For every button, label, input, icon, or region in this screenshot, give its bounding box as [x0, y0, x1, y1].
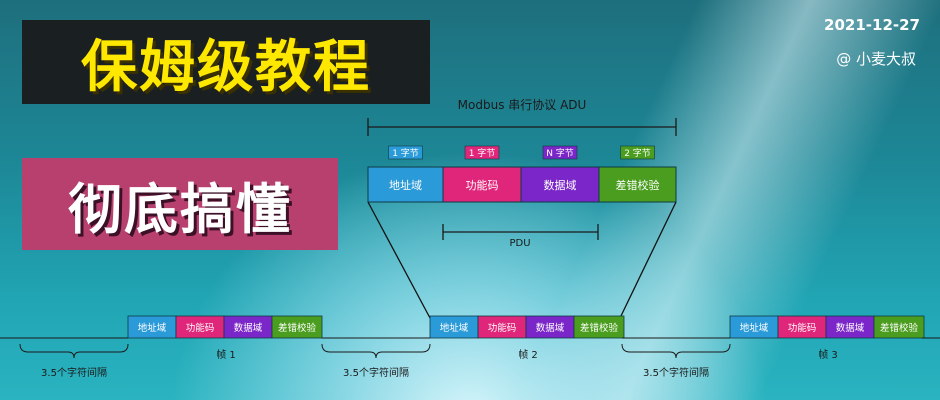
- gap-3: 3.5个字符间隔: [621, 343, 731, 379]
- frame-field-label: 数据域: [234, 322, 263, 334]
- adu-field-label: 功能码: [466, 178, 499, 192]
- gap-label: 3.5个字符间隔: [41, 366, 107, 379]
- gap-brace: [621, 343, 731, 359]
- gaps-group: 3.5个字符间隔 3.5个字符间隔 3.5个字符间隔: [0, 337, 940, 379]
- sub-title-box: 彻底搞懂: [22, 158, 338, 250]
- size-tag-label: 1 字节: [392, 147, 419, 159]
- size-tag: [542, 145, 578, 160]
- publish-date: 2021-12-27: [824, 16, 920, 34]
- size-tag-label: N 字节: [546, 147, 574, 159]
- gap-label: 3.5个字符间隔: [343, 366, 409, 379]
- frame-field-label: 差错校验: [880, 322, 919, 334]
- main-title-box: 保姆级教程: [22, 20, 430, 104]
- size-tag-label: 1 字节: [469, 147, 496, 159]
- frame-field: [271, 315, 323, 339]
- size-tag: [388, 145, 423, 160]
- zoom-lines: [367, 201, 677, 319]
- frame-field-label: 地址域: [740, 322, 769, 334]
- gap-2: 3.5个字符间隔: [321, 343, 431, 379]
- frame-label: 帧 3: [818, 348, 838, 361]
- frame-field-label: 差错校验: [278, 322, 317, 334]
- gap-1: 3.5个字符间隔: [19, 343, 129, 379]
- frame-field-label: 差错校验: [580, 322, 619, 334]
- adu-bracket: [367, 118, 677, 136]
- frame-field: [573, 315, 625, 339]
- frame-field-label: 功能码: [488, 322, 517, 334]
- size-tag-label: 2 字节: [624, 147, 651, 159]
- pdu-label: PDU: [509, 238, 530, 249]
- adu-field-label: 差错校验: [616, 178, 660, 192]
- main-title: 保姆级教程: [81, 34, 371, 100]
- frame-label: 帧 1: [216, 348, 236, 361]
- adu-field-label: 数据域: [544, 178, 577, 192]
- sub-title: 彻底搞懂: [68, 177, 292, 241]
- frame-field-label: 数据域: [836, 322, 865, 334]
- adu-field-4: [598, 166, 677, 203]
- adu-field-3: [520, 166, 600, 203]
- size-tag: [464, 145, 500, 160]
- frame-field-label: 地址域: [138, 322, 167, 334]
- adu-field-2: [442, 166, 522, 203]
- frame-field-label: 功能码: [186, 322, 215, 334]
- gap-brace: [19, 343, 129, 359]
- frame-field-label: 数据域: [536, 322, 565, 334]
- size-tag: [620, 145, 655, 160]
- author-name: @ 小麦大叔: [836, 50, 916, 68]
- frame-label: 帧 2: [518, 348, 538, 361]
- frame-field: [873, 315, 925, 339]
- gap-brace: [321, 343, 431, 359]
- adu-label: Modbus 串行协议 ADU: [458, 97, 587, 112]
- adu-field-label: 地址域: [389, 178, 422, 192]
- frame-field-label: 地址域: [440, 322, 469, 334]
- frame-field-label: 功能码: [788, 322, 817, 334]
- gap-label: 3.5个字符间隔: [643, 366, 709, 379]
- pdu-bracket: [442, 224, 599, 240]
